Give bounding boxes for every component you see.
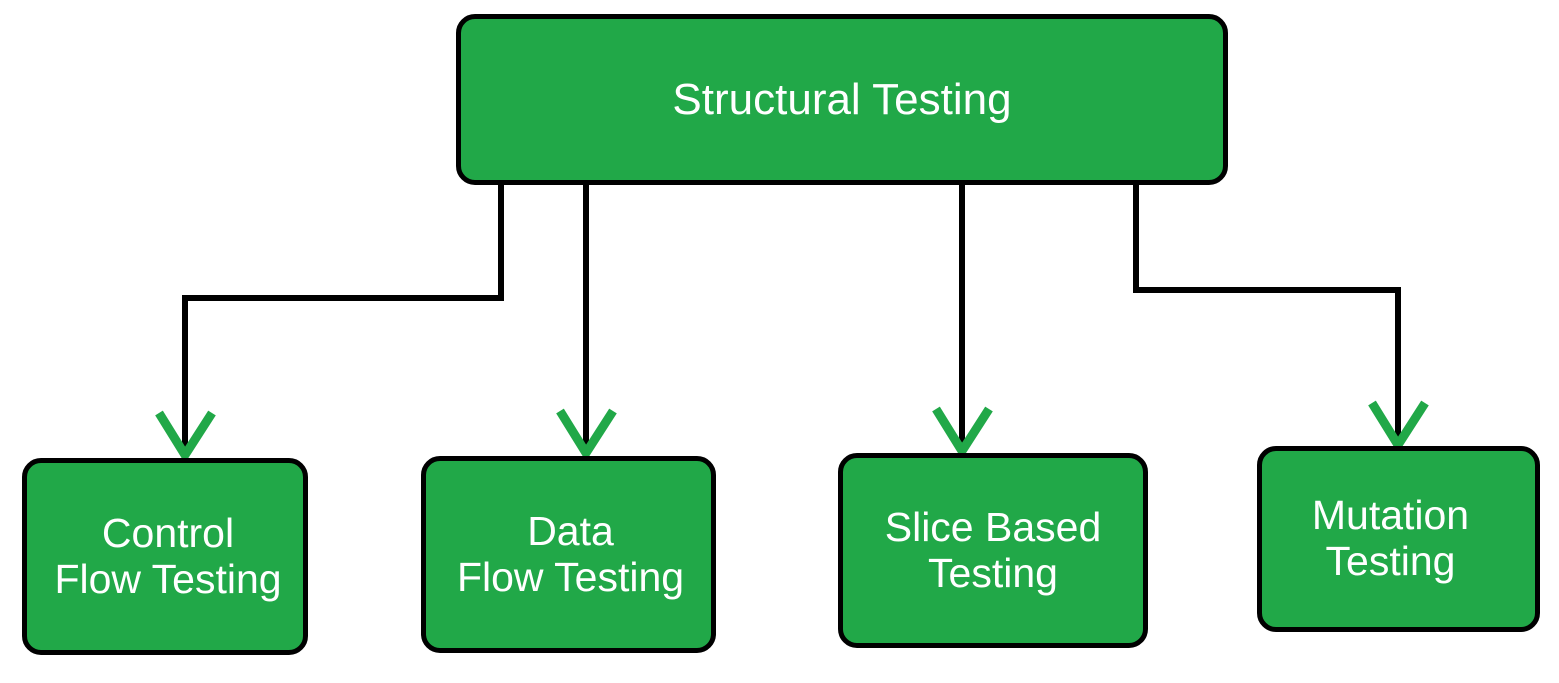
node-slice-based-testing[interactable]: Slice Based Testing bbox=[838, 453, 1148, 648]
node-label-structural-testing: Structural Testing bbox=[672, 74, 1012, 124]
node-label-control-flow-testing: Control Flow Testing bbox=[54, 509, 282, 602]
node-label-mutation-testing: Mutation Testing bbox=[1311, 492, 1470, 584]
node-data-flow-testing[interactable]: Data Flow Testing bbox=[421, 456, 716, 653]
node-mutation-testing[interactable]: Mutation Testing bbox=[1257, 446, 1540, 632]
connector-root-to-mutation bbox=[1133, 185, 1401, 442]
arrowhead-icon-mutation bbox=[1368, 400, 1429, 454]
arrowhead-icon-control-flow bbox=[155, 410, 216, 464]
node-label-slice-based-testing: Slice Based Testing bbox=[884, 503, 1102, 596]
node-structural-testing[interactable]: Structural Testing bbox=[456, 14, 1228, 185]
node-label-data-flow-testing: Data Flow Testing bbox=[456, 507, 685, 600]
arrowhead-icon-slice-based bbox=[932, 406, 993, 460]
arrowhead-icon-data-flow bbox=[556, 408, 617, 462]
connector-root-to-control-flow bbox=[182, 185, 504, 452]
node-control-flow-testing[interactable]: Control Flow Testing bbox=[22, 458, 308, 655]
